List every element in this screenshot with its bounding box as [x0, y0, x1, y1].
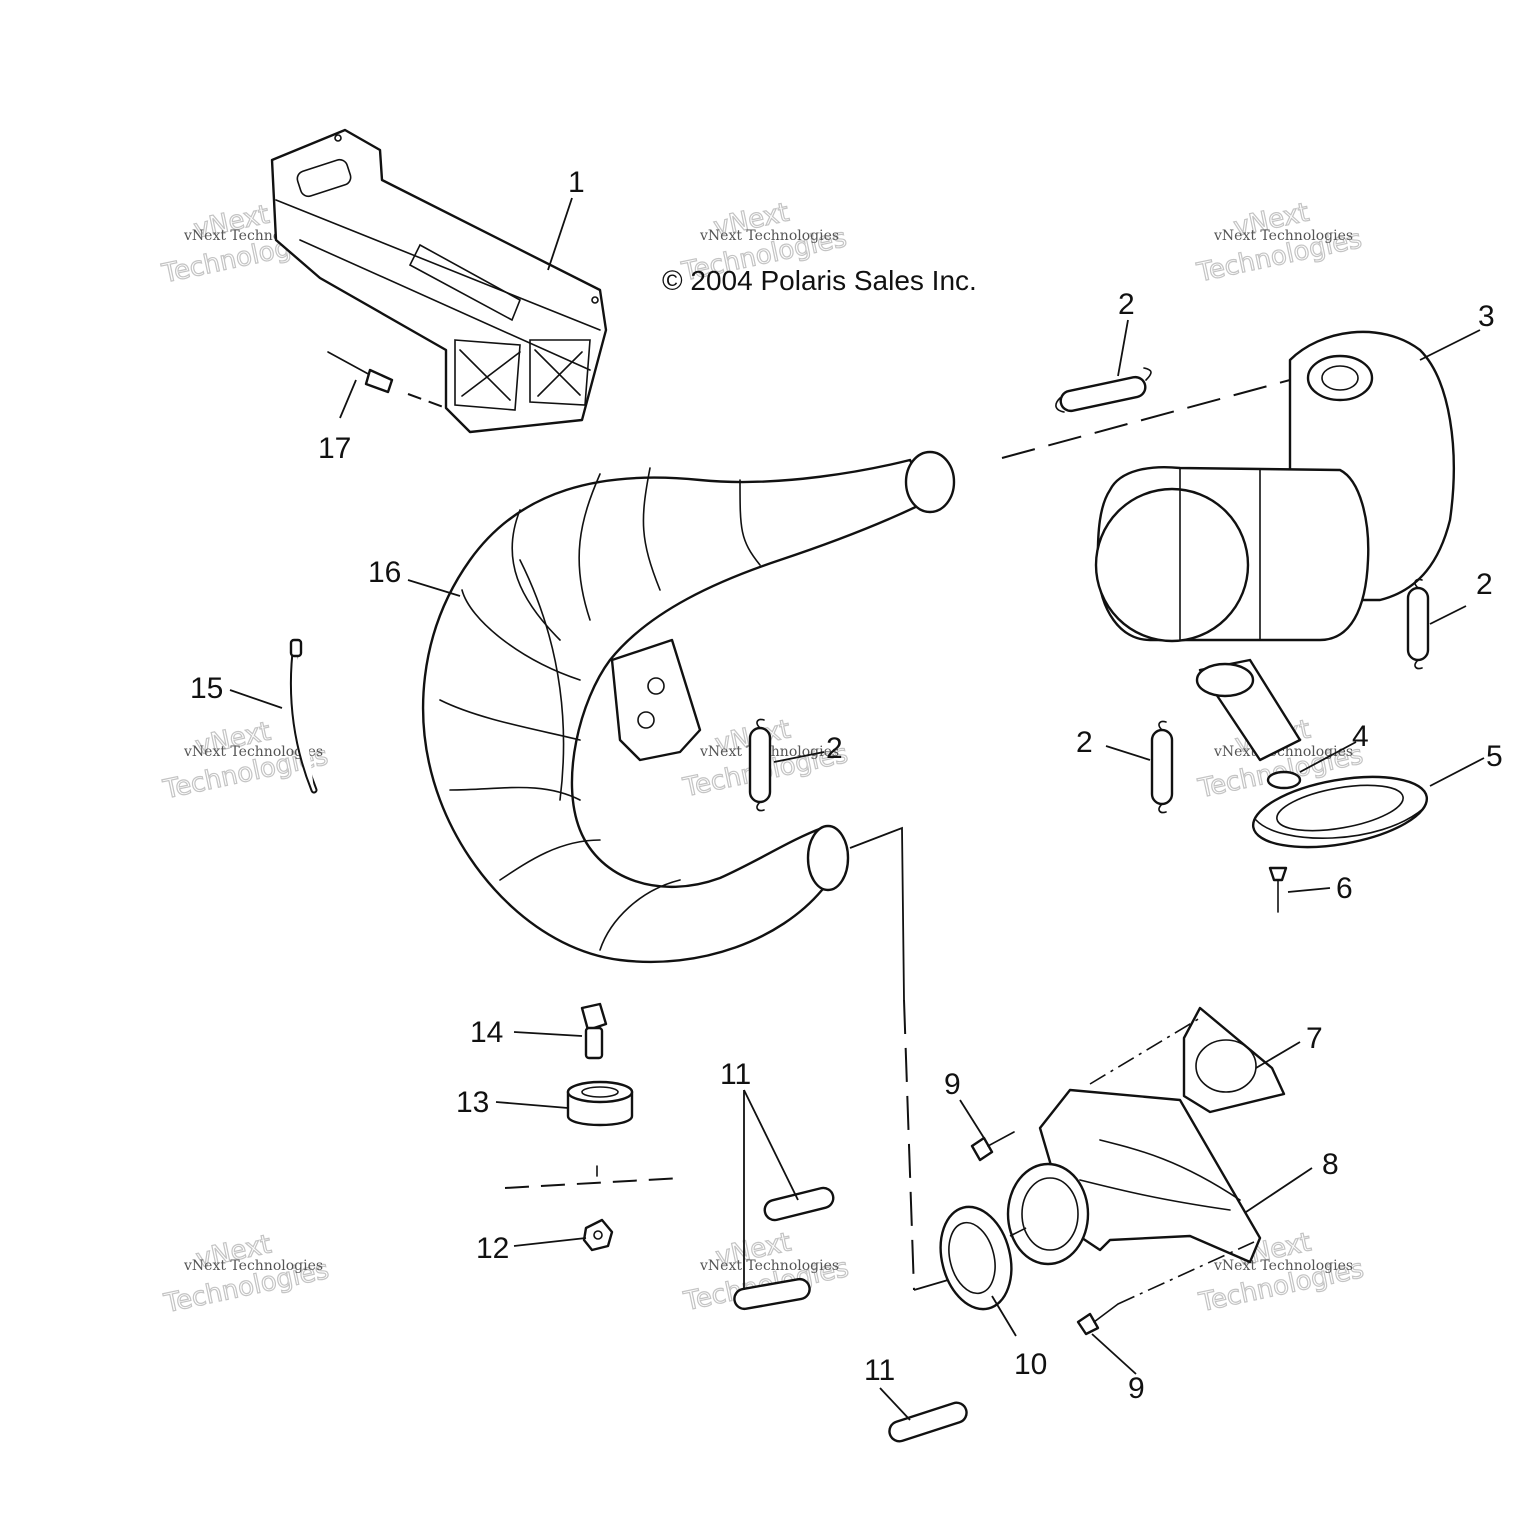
- part-15-strap: [289, 638, 318, 794]
- part-3-muffler: [1094, 330, 1455, 762]
- part-1-mounting-bracket: [270, 128, 608, 434]
- alignment-line: [504, 1177, 683, 1189]
- watermark-text: vNext Technologies: [699, 1258, 839, 1274]
- watermark-text: vNext Technologies: [1213, 1258, 1353, 1274]
- assembly-lines: [849, 379, 1291, 1305]
- part-2-spring-center: [748, 718, 772, 812]
- part-11-spring-c: [888, 1401, 968, 1443]
- callout-14: 14: [470, 1016, 503, 1049]
- part-8-exhaust-manifold: [1006, 1088, 1262, 1266]
- callout-2-top: 2: [1118, 288, 1135, 321]
- callout-3: 3: [1478, 300, 1495, 333]
- part-2-spring-right: [1406, 578, 1430, 670]
- part-2-spring-lower: [1150, 720, 1174, 814]
- watermark-text: vNext Technologies: [1213, 744, 1353, 760]
- callout-12: 12: [476, 1232, 509, 1265]
- callout-2-lower: 2: [1076, 726, 1093, 759]
- watermark-text: vNext Technologies: [183, 744, 323, 760]
- callout-1: 1: [568, 166, 585, 199]
- part-12-nut: [582, 1218, 614, 1252]
- callout-13: 13: [456, 1086, 489, 1119]
- part-11-spring-b: [733, 1277, 811, 1311]
- callout-5: 5: [1486, 740, 1503, 773]
- part-14-bolt: [580, 1002, 608, 1060]
- part-7-flange-gasket: [1182, 1006, 1286, 1114]
- callout-9-upper: 9: [944, 1068, 961, 1101]
- part-9-bolt-lower: [1076, 1303, 1119, 1336]
- part-6-rivet: [1268, 866, 1288, 913]
- part-5-gasket: [1251, 775, 1429, 849]
- leader-lines: [229, 197, 1485, 1421]
- callout-16: 16: [368, 556, 401, 589]
- part-13-spacer: [566, 1080, 634, 1127]
- watermark-text: vNext Technologies: [183, 1258, 323, 1274]
- callout-4: 4: [1352, 720, 1369, 753]
- callout-17: 17: [318, 432, 351, 465]
- callout-2-center: 2: [826, 732, 843, 765]
- copyright-notice: © 2004 Polaris Sales Inc.: [662, 265, 977, 296]
- callout-11-upper: 11: [720, 1058, 751, 1091]
- callout-9-lower: 9: [1128, 1372, 1145, 1405]
- part-2-spring-top: [1055, 367, 1152, 413]
- callout-7: 7: [1306, 1022, 1323, 1055]
- part-11-spring-a: [763, 1186, 835, 1222]
- part-10-seal-ring: [939, 1205, 1013, 1311]
- part-9-bolt-upper: [970, 1131, 1015, 1162]
- callout-2-right: 2: [1476, 568, 1493, 601]
- part-16-exhaust-pipe: [421, 450, 956, 964]
- part-4-washer: [1266, 770, 1302, 790]
- callout-15: 15: [190, 672, 223, 705]
- callout-labels: 1 17 2 3 2 16 15 2 2 4 5 6 14 13 12 11 1…: [190, 166, 1503, 1405]
- callout-10: 10: [1014, 1348, 1047, 1381]
- part-17-rivet: [327, 351, 447, 409]
- watermark-text: vNext Technologies: [1213, 228, 1353, 244]
- callout-6: 6: [1336, 872, 1353, 905]
- callout-11-lower: 11: [864, 1354, 895, 1387]
- callout-8: 8: [1322, 1148, 1339, 1181]
- watermark-text: vNext Technologies: [699, 228, 839, 244]
